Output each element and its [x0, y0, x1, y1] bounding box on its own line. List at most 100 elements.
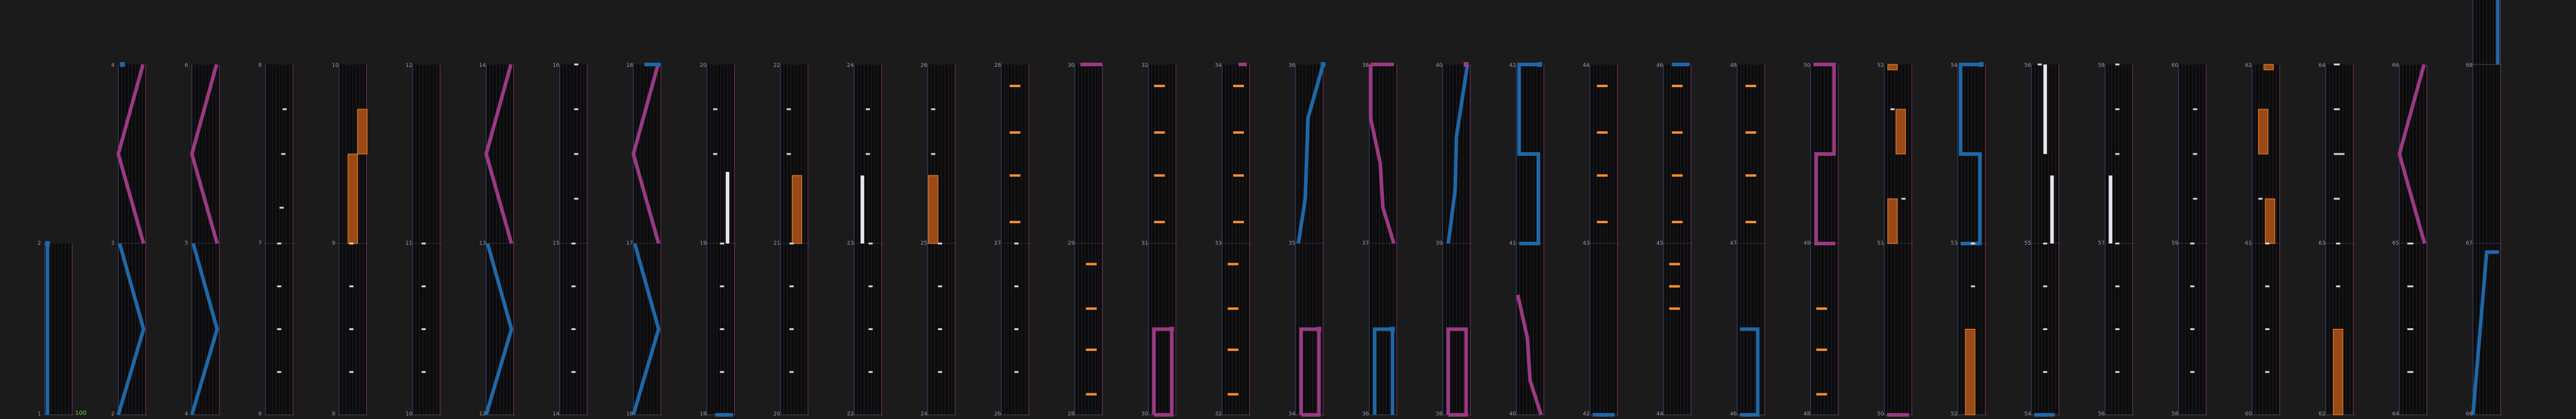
- hold-note[interactable]: [2264, 64, 2274, 70]
- tap-note[interactable]: [1014, 242, 1018, 245]
- tap-note[interactable]: [281, 153, 286, 155]
- slide-endpoint[interactable]: [1390, 326, 1395, 332]
- slide-note[interactable]: [484, 243, 513, 415]
- flick-note[interactable]: [1227, 307, 1239, 310]
- tap-note[interactable]: [938, 242, 942, 245]
- hold-note[interactable]: [2333, 329, 2343, 415]
- slide-note[interactable]: [2471, 250, 2499, 415]
- tap-note[interactable]: [713, 153, 717, 155]
- tap-note[interactable]: [720, 371, 724, 373]
- flick-note[interactable]: [1010, 174, 1021, 177]
- tap-note[interactable]: [720, 328, 724, 330]
- tap-note[interactable]: [2333, 153, 2340, 155]
- flick-note[interactable]: [1669, 263, 1680, 266]
- tap-note[interactable]: [2336, 285, 2340, 288]
- tap-note[interactable]: [787, 108, 791, 110]
- hold-note[interactable]: [1887, 198, 1898, 244]
- tap-note[interactable]: [421, 242, 426, 245]
- tap-note[interactable]: [1014, 328, 1018, 330]
- slide-note[interactable]: [1373, 327, 1395, 415]
- flick-note[interactable]: [1745, 174, 1757, 177]
- tap-note[interactable]: [349, 242, 354, 245]
- tap-note[interactable]: [1014, 285, 1018, 288]
- tap-note[interactable]: [574, 198, 578, 200]
- hold-note[interactable]: [1965, 329, 1976, 415]
- flick-note[interactable]: [1816, 393, 1827, 396]
- tap-note[interactable]: [2190, 371, 2195, 373]
- flick-note[interactable]: [1597, 221, 1608, 223]
- tap-note[interactable]: [2043, 328, 2048, 330]
- tap-note[interactable]: [2038, 63, 2042, 66]
- hold-note[interactable]: [1896, 109, 1906, 155]
- tap-note[interactable]: [2333, 63, 2340, 66]
- tap-note[interactable]: [277, 285, 281, 288]
- flick-note[interactable]: [1816, 307, 1827, 310]
- hold-note[interactable]: [928, 175, 939, 244]
- tap-note[interactable]: [868, 242, 873, 245]
- flick-note[interactable]: [1597, 174, 1608, 177]
- tap-note[interactable]: [787, 153, 791, 155]
- tap-note[interactable]: [938, 371, 942, 373]
- tap-note[interactable]: [349, 371, 354, 373]
- tap-note[interactable]: [2190, 242, 2195, 245]
- tap-note[interactable]: [789, 328, 794, 330]
- tap-note[interactable]: [1971, 285, 1976, 288]
- flick-note[interactable]: [1154, 221, 1165, 223]
- tap-note[interactable]: [349, 328, 354, 330]
- flick-note[interactable]: [1227, 263, 1239, 266]
- tap-note[interactable]: [2333, 108, 2340, 110]
- hold-note-white[interactable]: [2050, 175, 2054, 244]
- slide-endpoint[interactable]: [1463, 62, 1469, 67]
- tap-note[interactable]: [2193, 198, 2197, 200]
- flick-note[interactable]: [1227, 348, 1239, 351]
- slide-endpoint[interactable]: [1537, 62, 1543, 67]
- hold-note[interactable]: [792, 175, 803, 244]
- hold-note-white[interactable]: [860, 175, 865, 244]
- flick-note[interactable]: [1745, 85, 1757, 87]
- flick-note[interactable]: [1086, 307, 1097, 310]
- slide-note[interactable]: [1368, 64, 1396, 244]
- slide-note[interactable]: [1517, 63, 1540, 245]
- tap-note[interactable]: [1971, 242, 1976, 245]
- tap-note[interactable]: [277, 242, 281, 245]
- tap-note[interactable]: [2043, 371, 2048, 373]
- tap-note[interactable]: [2115, 108, 2120, 110]
- slide-note[interactable]: [1446, 64, 1469, 244]
- tap-note[interactable]: [421, 371, 426, 373]
- flick-note[interactable]: [1233, 174, 1244, 177]
- tap-note[interactable]: [789, 242, 794, 245]
- tap-note[interactable]: [938, 285, 942, 288]
- tap-note[interactable]: [2115, 63, 2120, 66]
- tap-note[interactable]: [2333, 198, 2340, 200]
- slide-endpoint[interactable]: [1320, 62, 1326, 67]
- flick-note[interactable]: [1154, 131, 1165, 134]
- tap-note[interactable]: [2407, 328, 2414, 330]
- slide-note[interactable]: [1813, 63, 1836, 245]
- flick-note[interactable]: [1086, 263, 1097, 266]
- slide-note[interactable]: [190, 64, 219, 244]
- tap-note[interactable]: [931, 108, 936, 110]
- flick-note[interactable]: [1086, 393, 1097, 396]
- tap-note[interactable]: [865, 153, 870, 155]
- tap-note[interactable]: [868, 371, 873, 373]
- flick-note[interactable]: [1010, 221, 1021, 223]
- hold-note[interactable]: [348, 153, 358, 244]
- flick-note[interactable]: [1597, 85, 1608, 87]
- hold-note[interactable]: [1887, 64, 1898, 70]
- tap-note[interactable]: [720, 285, 724, 288]
- slide-note[interactable]: [631, 64, 661, 244]
- tap-note[interactable]: [1014, 371, 1018, 373]
- tap-note[interactable]: [277, 371, 281, 373]
- slide-endpoint[interactable]: [45, 241, 50, 246]
- flick-note[interactable]: [1233, 131, 1244, 134]
- tap-note[interactable]: [2265, 371, 2270, 373]
- slide-note[interactable]: [1446, 327, 1468, 417]
- tap-note[interactable]: [421, 328, 426, 330]
- tap-note[interactable]: [2115, 285, 2120, 288]
- flick-note[interactable]: [1671, 85, 1683, 87]
- slide-endpoint[interactable]: [1979, 62, 1984, 67]
- tap-note[interactable]: [574, 108, 578, 110]
- flick-note[interactable]: [1745, 131, 1757, 134]
- tap-note[interactable]: [2258, 198, 2263, 200]
- tap-note[interactable]: [868, 328, 873, 330]
